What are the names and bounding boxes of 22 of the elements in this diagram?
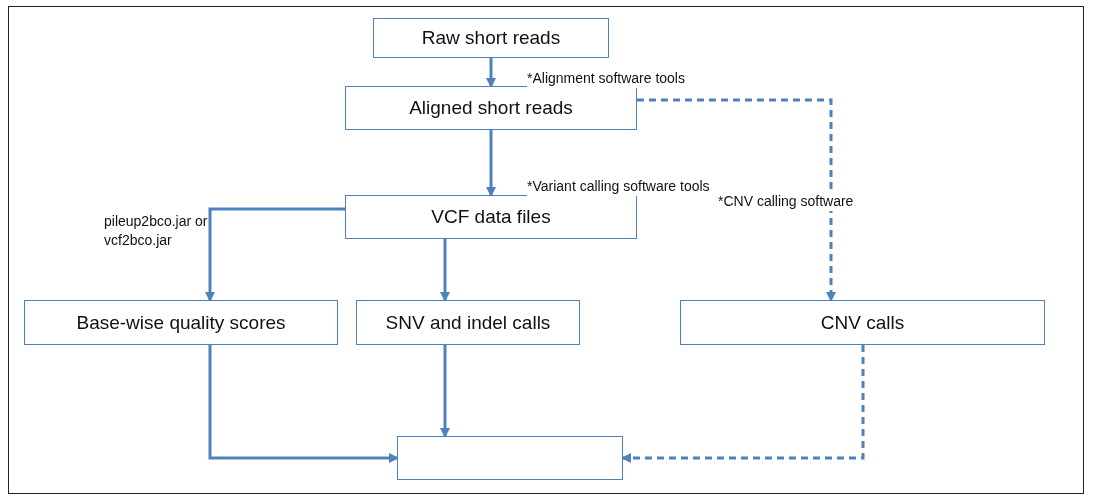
process-box xyxy=(373,18,609,58)
node-text: Raw short reads xyxy=(421,27,561,49)
edge-label: pileup2bco.jar or vcf2bco.jar xyxy=(104,212,208,250)
node-text: SNV and indel calls xyxy=(385,311,551,334)
process-box xyxy=(680,300,1045,345)
process-box xyxy=(345,86,637,130)
arrow xyxy=(486,58,496,88)
node-text: CNV calls xyxy=(820,311,905,334)
empty-box xyxy=(397,436,623,480)
arrow xyxy=(440,345,450,438)
arrow xyxy=(440,239,450,302)
arrow xyxy=(208,345,399,463)
process-box xyxy=(24,300,338,345)
dashed-arrow xyxy=(637,98,836,302)
node-text: Aligned short reads xyxy=(409,97,573,119)
process-box xyxy=(356,300,580,345)
process-box xyxy=(345,195,637,239)
arrow xyxy=(486,130,496,197)
node-text: Base-wise quality scores xyxy=(76,311,286,334)
dashed-arrow xyxy=(621,345,865,463)
node-text: VCF data files xyxy=(431,206,551,228)
arrow xyxy=(205,207,345,302)
